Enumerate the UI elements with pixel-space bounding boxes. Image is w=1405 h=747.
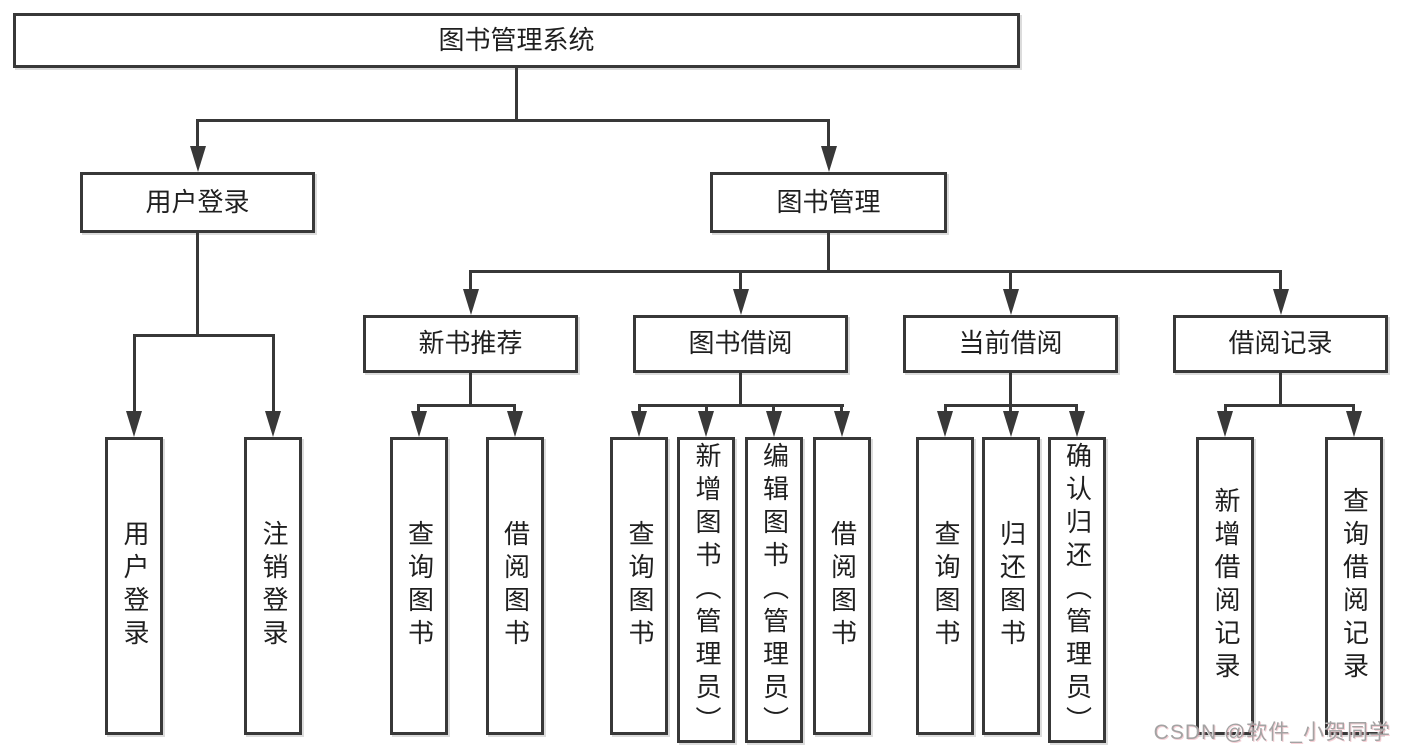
connector bbox=[417, 404, 420, 413]
connector bbox=[1009, 373, 1012, 406]
connector bbox=[513, 404, 516, 413]
arrow-down-icon bbox=[820, 146, 837, 172]
connector bbox=[132, 334, 275, 337]
connector bbox=[840, 404, 843, 413]
leaf-logout: 注销登录 bbox=[244, 437, 302, 735]
connector bbox=[132, 334, 136, 413]
connector bbox=[196, 119, 830, 122]
arrow-down-icon bbox=[833, 411, 850, 437]
watermark: CSDN @软件_小贺同学 bbox=[1153, 721, 1391, 744]
node-borrowing-records: 借阅记录 bbox=[1173, 315, 1388, 373]
connector bbox=[704, 404, 708, 413]
connector bbox=[469, 373, 472, 406]
connector bbox=[1223, 404, 1355, 407]
connector bbox=[772, 404, 775, 413]
arrow-down-icon bbox=[1217, 411, 1233, 437]
connector bbox=[271, 334, 275, 413]
leaf-borrow-books-borrowing: 借阅图书 bbox=[812, 437, 871, 735]
connector bbox=[827, 233, 830, 273]
arrow-down-icon bbox=[765, 411, 782, 437]
node-book-management: 图书管理 bbox=[710, 172, 947, 233]
connector bbox=[1223, 404, 1227, 413]
connector bbox=[1279, 373, 1282, 406]
arrow-down-icon bbox=[1002, 289, 1019, 315]
arrow-down-icon bbox=[189, 146, 206, 172]
arrow-down-icon bbox=[1272, 289, 1289, 315]
arrow-down-icon bbox=[1002, 411, 1019, 437]
leaf-return-books: 归还图书 bbox=[981, 437, 1040, 735]
arrow-down-icon bbox=[1068, 411, 1085, 437]
node-book-borrowing: 图书借阅 bbox=[633, 315, 848, 373]
connector bbox=[1279, 270, 1282, 291]
node-new-book-recommend: 新书推荐 bbox=[363, 315, 578, 373]
connector bbox=[196, 119, 199, 148]
connector bbox=[739, 373, 742, 406]
leaf-borrow-books-recommend: 借阅图书 bbox=[485, 437, 544, 735]
leaf-confirm-return-admin: 确认归还（管理员） bbox=[1047, 437, 1106, 743]
connector bbox=[739, 270, 742, 291]
connector bbox=[637, 404, 641, 413]
connector bbox=[1075, 404, 1078, 413]
leaf-query-borrow-record: 查询借阅记录 bbox=[1324, 437, 1383, 735]
arrow-down-icon bbox=[1345, 411, 1362, 437]
arrow-down-icon bbox=[126, 411, 142, 437]
node-current-borrowing: 当前借阅 bbox=[903, 315, 1118, 373]
leaf-query-books-current: 查询图书 bbox=[916, 437, 974, 735]
leaf-user-login: 用户登录 bbox=[105, 437, 163, 735]
connector bbox=[1009, 270, 1012, 291]
leaf-query-books-recommend: 查询图书 bbox=[389, 437, 448, 735]
arrow-down-icon bbox=[506, 411, 523, 437]
leaf-add-book-admin: 新增图书（管理员） bbox=[677, 437, 735, 743]
connector bbox=[637, 404, 844, 407]
connector bbox=[943, 404, 947, 413]
connector bbox=[827, 119, 830, 148]
arrow-down-icon bbox=[265, 411, 281, 437]
leaf-query-books-borrowing: 查询图书 bbox=[610, 437, 668, 735]
arrow-down-icon bbox=[698, 411, 714, 437]
connector bbox=[417, 404, 516, 407]
arrow-down-icon bbox=[732, 289, 749, 315]
connector bbox=[1352, 404, 1355, 413]
arrow-down-icon bbox=[631, 411, 647, 437]
leaf-edit-book-admin: 编辑图书（管理员） bbox=[744, 437, 803, 743]
connector bbox=[515, 66, 518, 120]
root-node: 图书管理系统 bbox=[13, 13, 1020, 68]
arrow-down-icon bbox=[937, 411, 953, 437]
arrow-down-icon bbox=[462, 289, 479, 315]
connector bbox=[469, 270, 1282, 273]
node-user-login: 用户登录 bbox=[80, 172, 315, 233]
leaf-add-borrow-record: 新增借阅记录 bbox=[1196, 437, 1254, 735]
connector bbox=[196, 233, 199, 337]
connector bbox=[469, 270, 472, 291]
connector bbox=[1009, 404, 1012, 413]
arrow-down-icon bbox=[410, 411, 427, 437]
